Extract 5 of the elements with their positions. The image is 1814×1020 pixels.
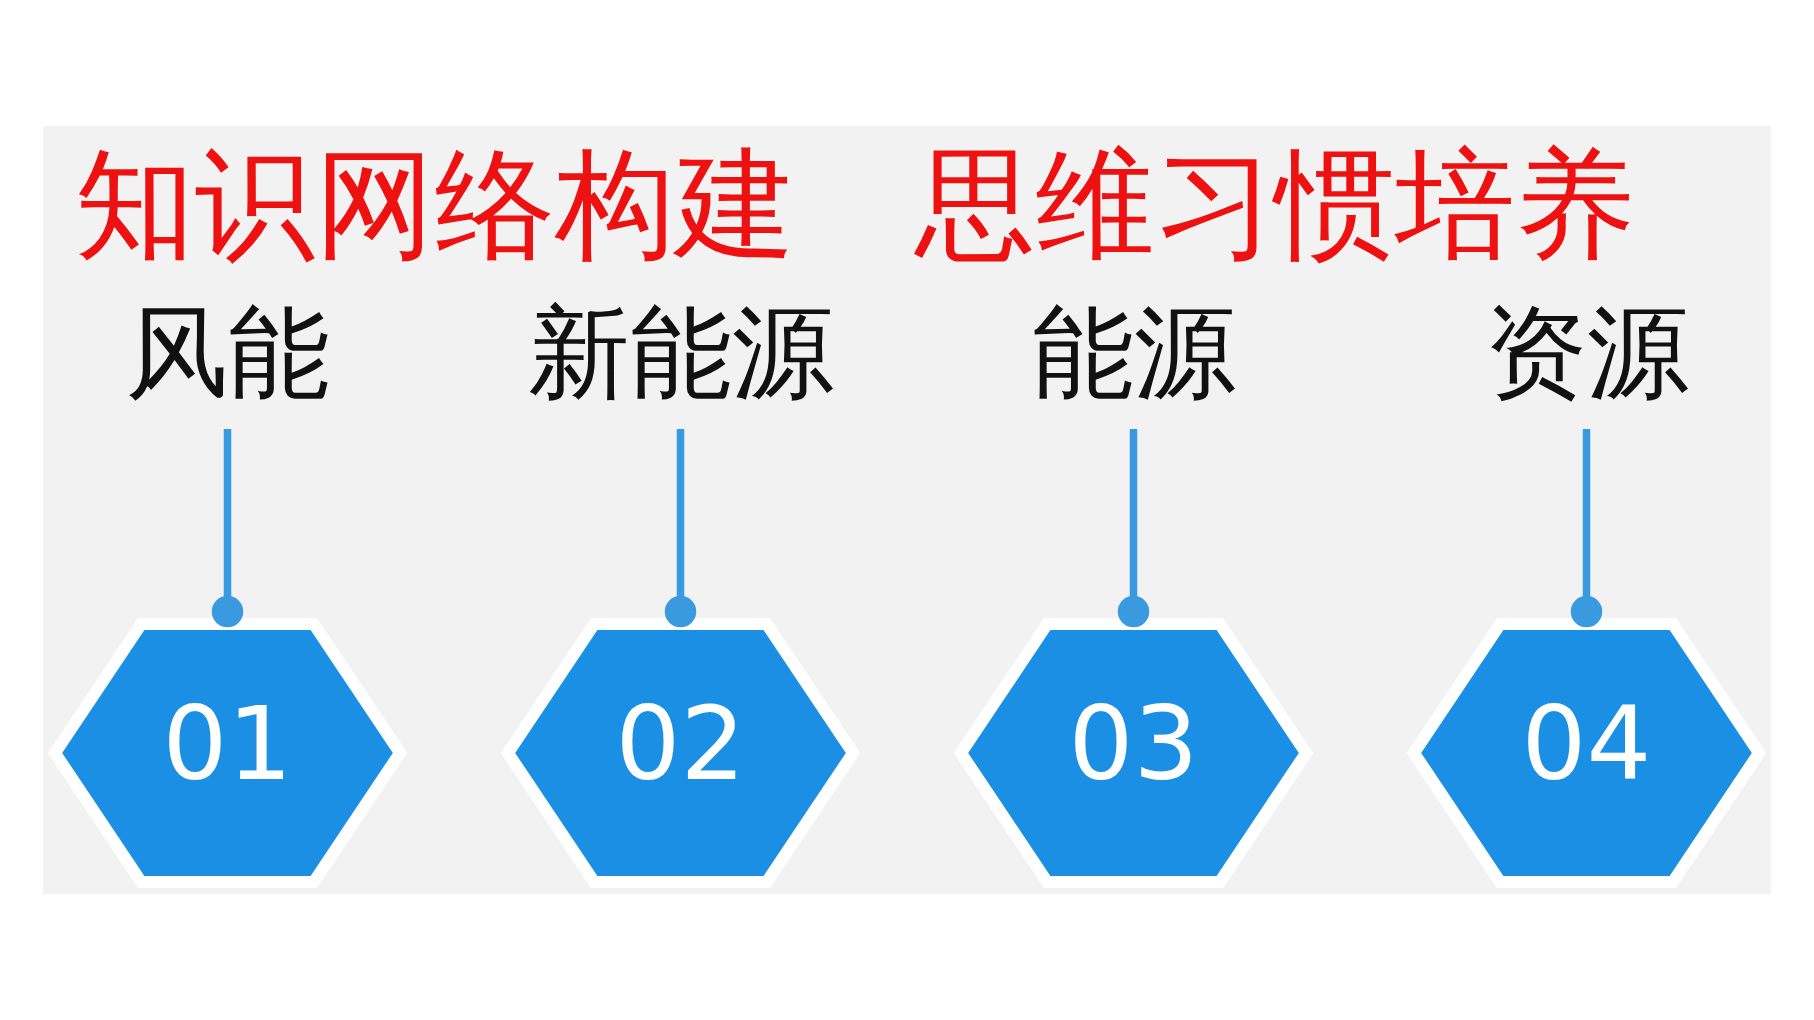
node-text: 风能 [125,292,330,412]
node-text: 新能源 [527,292,834,412]
node-text: 资源 [1484,292,1689,412]
diagram-title: 知识网络构建 思维习惯培养 [74,135,1635,274]
node-text: 能源 [1031,292,1236,412]
